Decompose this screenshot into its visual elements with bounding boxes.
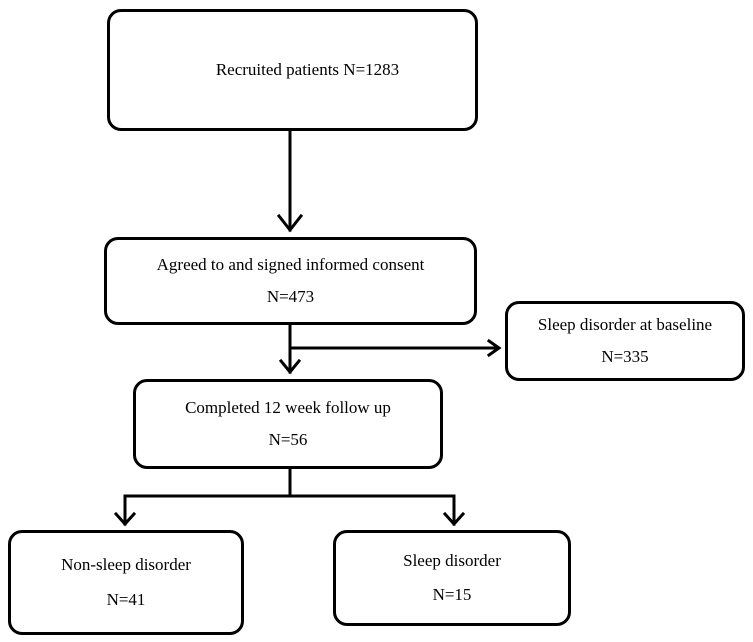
informed-consent-label: Agreed to and signed informed consent — [156, 254, 425, 274]
baseline-sleep-disorder-label: Sleep disorder at baseline — [537, 314, 713, 334]
sleep-disorder-count: N=15 — [432, 585, 472, 604]
informed-consent-box: Agreed to and signed informed consent N=… — [104, 237, 477, 325]
non-sleep-disorder-box: Non-sleep disorder N=41 — [8, 530, 244, 635]
arrowhead-baseline — [486, 338, 502, 358]
sleep-disorder-box: Sleep disorder N=15 — [333, 530, 571, 626]
arrowhead-nonsleep — [113, 511, 137, 527]
arrowhead-sleep — [442, 511, 466, 527]
informed-consent-count: N=473 — [266, 287, 315, 306]
non-sleep-disorder-count: N=41 — [106, 589, 146, 609]
arrowhead-consent — [276, 213, 304, 233]
recruited-patients-label: Recruited patients N=1283 — [215, 59, 400, 79]
followup-count: N=56 — [268, 430, 308, 449]
recruited-patients-box: Recruited patients N=1283 — [107, 9, 478, 131]
sleep-disorder-label: Sleep disorder — [403, 550, 501, 570]
followup-label: Completed 12 week follow up — [185, 397, 391, 417]
arrowhead-followup — [278, 358, 302, 375]
followup-box: Completed 12 week follow up N=56 — [133, 379, 443, 469]
baseline-sleep-disorder-box: Sleep disorder at baseline N=335 — [505, 301, 745, 381]
baseline-sleep-disorder-count: N=335 — [601, 347, 649, 366]
non-sleep-disorder-label: Non-sleep disorder — [61, 555, 191, 575]
